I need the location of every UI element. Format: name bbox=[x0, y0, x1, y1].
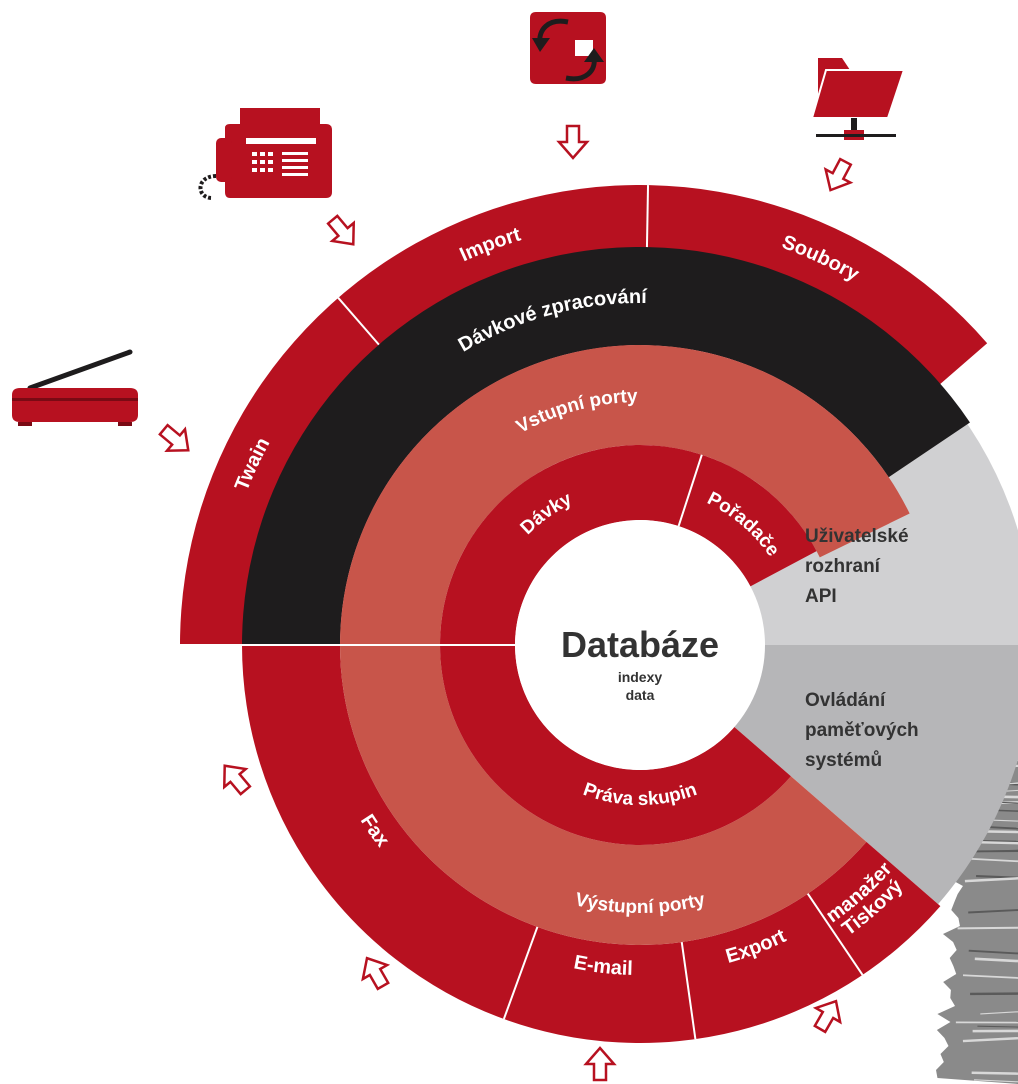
arrow-icon-transfer bbox=[556, 124, 590, 160]
user-interface-api-label: Uživatelské rozhraní API bbox=[805, 526, 909, 607]
database-subtitle-data: data bbox=[626, 687, 655, 703]
paper-sheet-edge bbox=[974, 1079, 1018, 1083]
arrow-icon-fax-out bbox=[222, 764, 252, 796]
paper-sheet-edge bbox=[977, 1025, 1018, 1028]
sep-import-soubory bbox=[645, 185, 650, 248]
ui-line1: Uživatelské bbox=[805, 526, 909, 547]
scanner-icon bbox=[12, 349, 138, 426]
storage-line1: Ovládání bbox=[805, 690, 886, 711]
paper-sheet-edge bbox=[971, 1071, 1018, 1075]
paper-sheet-edge bbox=[968, 949, 1018, 955]
arrow-icon-print-out bbox=[812, 999, 842, 1034]
paper-sheet-edge bbox=[962, 1036, 1018, 1043]
sep-twain-import bbox=[337, 297, 380, 346]
arrow-icon-email-out bbox=[361, 956, 391, 991]
batch-processing-band bbox=[242, 247, 970, 645]
segment-separators bbox=[180, 185, 864, 1040]
transfer-icon bbox=[530, 12, 606, 84]
paper-sheet-edge bbox=[974, 957, 1018, 963]
storage-line2: paměťových bbox=[805, 720, 919, 741]
ui-line2: rozhraní bbox=[805, 556, 881, 577]
arrow-icon-scanner bbox=[158, 423, 190, 453]
network-folder-icon bbox=[810, 58, 906, 140]
sep-export-tisk bbox=[806, 893, 864, 976]
output-ports-band bbox=[340, 645, 867, 946]
database-center-circle bbox=[515, 520, 765, 770]
database-subtitle-indexes: indexy bbox=[618, 669, 663, 685]
outer-output-band bbox=[242, 645, 941, 1043]
database-title: Databáze bbox=[561, 624, 719, 665]
paper-sheet-edge bbox=[957, 926, 1018, 930]
paper-sheet-edge bbox=[964, 877, 1018, 883]
inner-output-band bbox=[440, 645, 791, 845]
sep-davky-poradace bbox=[677, 454, 703, 527]
fax-machine-icon bbox=[198, 108, 332, 200]
arrow-icon-fax bbox=[326, 214, 356, 246]
flow-arrows bbox=[158, 124, 854, 1082]
arrow-icon-export-out bbox=[583, 1046, 617, 1082]
diagram-rings bbox=[180, 185, 1018, 1043]
input-ports-band bbox=[340, 345, 910, 645]
paper-sheet-edge bbox=[971, 857, 1018, 863]
arrow-icon-folder bbox=[823, 157, 854, 192]
paper-sheet-edge bbox=[962, 974, 1018, 979]
storage-control-label: Ovládání paměťových systémů bbox=[805, 690, 919, 771]
paper-sheet-edge bbox=[980, 1011, 1018, 1015]
inner-input-band bbox=[440, 445, 817, 645]
storage-line3: systémů bbox=[805, 750, 882, 771]
paper-sheet-edge bbox=[968, 909, 1018, 914]
ui-line3: API bbox=[805, 586, 837, 607]
sep-email-export bbox=[680, 941, 697, 1040]
sep-fax-email bbox=[502, 926, 539, 1020]
